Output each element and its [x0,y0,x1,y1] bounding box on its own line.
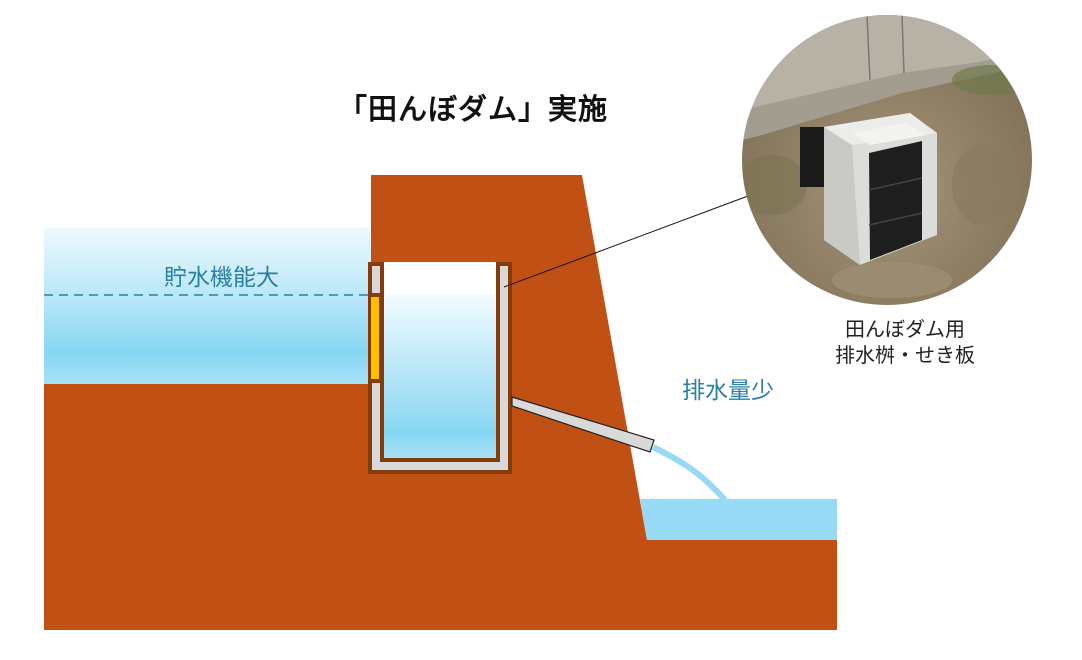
photo-leader-line [503,195,749,288]
outflow-stream [651,444,728,503]
drain-box-inner-air [384,262,496,296]
paddy-water [44,228,371,384]
drain-box-photo [742,15,1032,305]
storage-capacity-label: 貯水機能大 [164,265,279,291]
diagram-title: 「田んぼダム」実施 [338,92,609,126]
drainage-amount-label: 排水量少 [682,378,774,404]
photo-caption-line2: 排水桝・せき板 [835,343,975,367]
drain-box-water [384,295,496,458]
photo-caption-line1: 田んぼダム用 [845,317,965,341]
drain-pipe [511,396,655,453]
photo-caption: 田んぼダム用 排水桝・せき板 [800,316,1010,368]
drainage-channel-water [640,499,837,540]
